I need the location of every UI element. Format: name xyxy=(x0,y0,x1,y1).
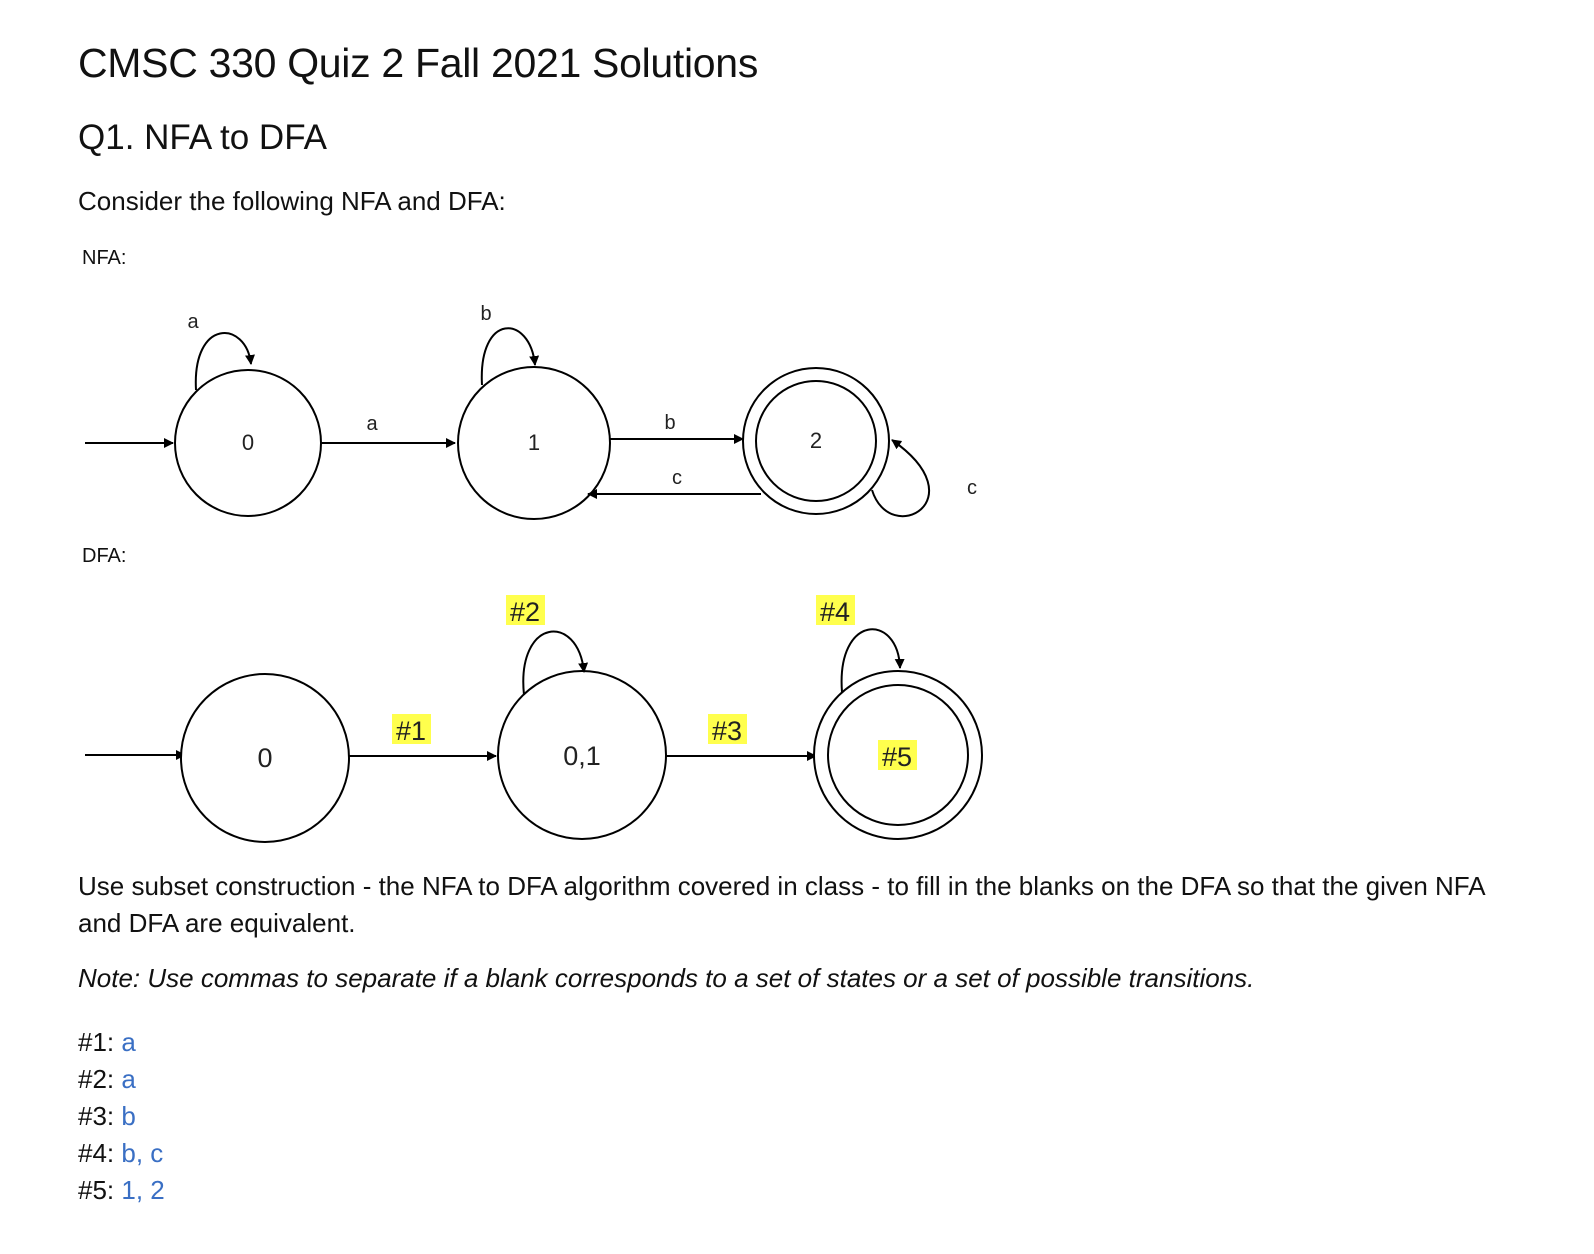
blank-2-highlight xyxy=(506,595,545,625)
answer-label: #5: xyxy=(78,1175,115,1205)
dfa-state-01: 0,1 xyxy=(497,670,667,840)
answer-row-5: #5: 1, 2 xyxy=(78,1172,165,1209)
answer-row-1: #1: a xyxy=(78,1024,165,1061)
nfa-diagram: 0 a a 1 b b c 2 c xyxy=(85,303,977,520)
nfa-self-loop-2-label: c xyxy=(967,477,977,499)
svg-text:1: 1 xyxy=(528,430,540,455)
intro-text: Consider the following NFA and DFA: xyxy=(78,186,506,216)
answer-value: b xyxy=(121,1101,136,1131)
answer-row-2: #2: a xyxy=(78,1061,165,1098)
answers-list: #1: a #2: a #3: b #4: b, c #5: 1, 2 xyxy=(78,1024,165,1209)
blank-5-label: #5 xyxy=(882,742,912,772)
nfa-self-loop-1-label: b xyxy=(480,303,491,325)
dfa-self-loop-final xyxy=(840,628,905,693)
dfa-state-final: #5 xyxy=(813,670,983,840)
answer-value: a xyxy=(121,1064,136,1094)
answer-label: #2: xyxy=(78,1064,115,1094)
dfa-diagram: 0 #1 0,1 #2 #3 #5 #4 xyxy=(85,595,983,843)
nfa-self-loop-1 xyxy=(480,327,540,386)
nfa-state-1: 1 xyxy=(457,366,611,520)
answer-label: #3: xyxy=(78,1101,115,1131)
nfa-edge-0-1-label: a xyxy=(366,413,378,435)
nfa-self-loop-0-label: a xyxy=(187,311,199,333)
dfa-label: DFA: xyxy=(82,545,127,567)
nfa-edge-1-2-label: b xyxy=(664,412,675,434)
svg-text:0,1: 0,1 xyxy=(563,741,601,771)
svg-text:0: 0 xyxy=(257,743,272,773)
nfa-state-2: 2 xyxy=(742,367,890,515)
blank-3-highlight xyxy=(708,714,747,744)
blank-4-label: #4 xyxy=(820,597,850,627)
answer-row-4: #4: b, c xyxy=(78,1135,165,1172)
svg-text:2: 2 xyxy=(810,428,822,453)
blank-4-highlight xyxy=(816,595,855,625)
answer-label: #1: xyxy=(78,1027,115,1057)
answer-value: a xyxy=(121,1027,136,1057)
nfa-self-loop-2 xyxy=(871,439,930,518)
answer-label: #4: xyxy=(78,1138,115,1168)
dfa-self-loop-01 xyxy=(522,630,589,696)
svg-text:0: 0 xyxy=(242,430,254,455)
blank-2-label: #2 xyxy=(510,597,540,627)
answer-value: 1, 2 xyxy=(121,1175,165,1205)
note-text: Note: Use commas to separate if a blank … xyxy=(78,963,1255,993)
nfa-state-0: 0 xyxy=(174,369,322,517)
blank-5-highlight xyxy=(878,740,917,770)
blank-3-label: #3 xyxy=(712,716,742,746)
blank-1-highlight xyxy=(392,714,431,744)
answer-value: b, c xyxy=(121,1138,164,1168)
instructions-text: Use subset construction - the NFA to DFA… xyxy=(78,871,1485,938)
nfa-label: NFA: xyxy=(82,247,127,269)
nfa-edge-2-1-label: c xyxy=(672,467,682,489)
dfa-state-0: 0 xyxy=(180,673,350,843)
answer-row-3: #3: b xyxy=(78,1098,165,1135)
page-title: CMSC 330 Quiz 2 Fall 2021 Solutions xyxy=(78,40,759,86)
blank-1-label: #1 xyxy=(396,716,426,746)
nfa-self-loop-0 xyxy=(194,332,255,391)
question-title: Q1. NFA to DFA xyxy=(78,118,327,157)
